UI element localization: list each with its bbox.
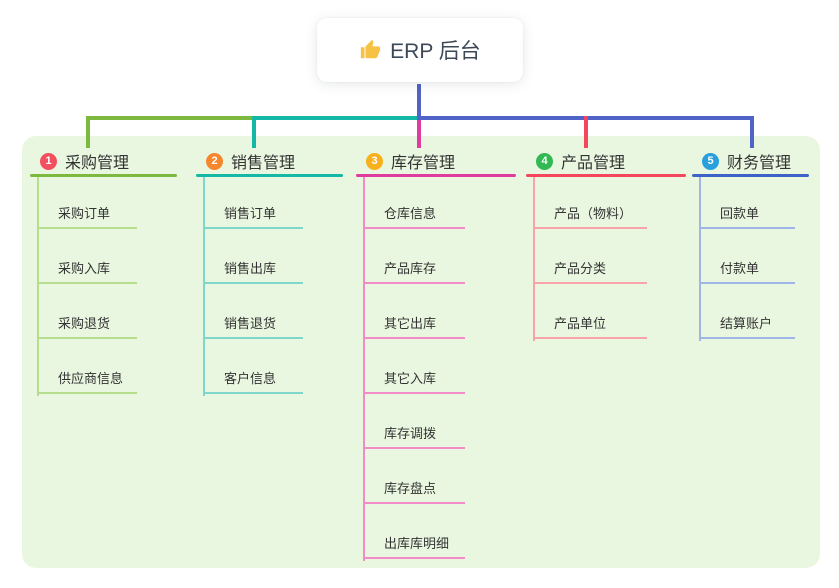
child-connector-line bbox=[699, 177, 701, 341]
child-connector-line bbox=[533, 177, 535, 341]
branch-number-badge: 1 bbox=[40, 152, 57, 170]
branches-panel bbox=[22, 136, 820, 568]
child-node[interactable]: 库存盘点 bbox=[363, 472, 465, 504]
connector-root-stem bbox=[417, 84, 421, 120]
child-node[interactable]: 采购入库 bbox=[37, 252, 137, 284]
child-node[interactable]: 其它入库 bbox=[363, 362, 465, 394]
branch-number-badge: 4 bbox=[536, 152, 553, 170]
child-connector-line bbox=[37, 177, 39, 396]
branch-underline bbox=[356, 174, 516, 177]
branch-underline bbox=[196, 174, 343, 177]
child-node[interactable]: 采购退货 bbox=[37, 307, 137, 339]
branch-underline bbox=[30, 174, 177, 177]
branch-label: 产品管理 bbox=[561, 155, 626, 172]
connector-drop-5 bbox=[750, 116, 754, 148]
child-node[interactable]: 产品分类 bbox=[533, 252, 647, 284]
child-node[interactable]: 仓库信息 bbox=[363, 197, 465, 229]
child-node[interactable]: 付款单 bbox=[699, 252, 795, 284]
branch-node-2[interactable]: 2 销售管理 bbox=[196, 148, 295, 174]
branch-node-1[interactable]: 1 采购管理 bbox=[30, 148, 129, 174]
branch-underline bbox=[526, 174, 686, 177]
root-node-label: ERP 后台 bbox=[390, 40, 481, 63]
thumbs-up-icon bbox=[359, 39, 381, 61]
child-connector-line bbox=[363, 177, 365, 561]
child-node[interactable]: 销售出库 bbox=[203, 252, 303, 284]
child-node[interactable]: 出库库明细 bbox=[363, 527, 465, 559]
branch-number-badge: 5 bbox=[702, 152, 719, 170]
child-node[interactable]: 销售退货 bbox=[203, 307, 303, 339]
root-node[interactable]: ERP 后台 bbox=[317, 18, 523, 82]
child-node[interactable]: 客户信息 bbox=[203, 362, 303, 394]
child-node[interactable]: 产品（物料） bbox=[533, 197, 647, 229]
branch-label: 销售管理 bbox=[231, 155, 296, 172]
branch-label: 财务管理 bbox=[727, 155, 792, 172]
child-node[interactable]: 销售订单 bbox=[203, 197, 303, 229]
connector-drop-3 bbox=[417, 120, 421, 148]
child-node[interactable]: 产品库存 bbox=[363, 252, 465, 284]
connector-drop-1 bbox=[86, 116, 90, 148]
child-node[interactable]: 结算账户 bbox=[699, 307, 795, 339]
branch-node-3[interactable]: 3 库存管理 bbox=[356, 148, 455, 174]
branch-node-4[interactable]: 4 产品管理 bbox=[526, 148, 625, 174]
connector-bus-left-teal bbox=[252, 116, 419, 120]
child-node[interactable]: 其它出库 bbox=[363, 307, 465, 339]
connector-drop-2 bbox=[252, 116, 256, 148]
branch-node-5[interactable]: 5 财务管理 bbox=[692, 148, 791, 174]
branch-number-badge: 3 bbox=[366, 152, 383, 170]
connector-drop-4 bbox=[584, 116, 588, 148]
child-node[interactable]: 库存调拨 bbox=[363, 417, 465, 449]
child-connector-line bbox=[203, 177, 205, 396]
branch-underline bbox=[692, 174, 809, 177]
child-node[interactable]: 采购订单 bbox=[37, 197, 137, 229]
child-node[interactable]: 产品单位 bbox=[533, 307, 647, 339]
connector-bus-left-green bbox=[86, 116, 254, 120]
child-node[interactable]: 回款单 bbox=[699, 197, 795, 229]
branch-label: 库存管理 bbox=[391, 155, 456, 172]
child-node[interactable]: 供应商信息 bbox=[37, 362, 137, 394]
branch-label: 采购管理 bbox=[65, 155, 130, 172]
branch-number-badge: 2 bbox=[206, 152, 223, 170]
